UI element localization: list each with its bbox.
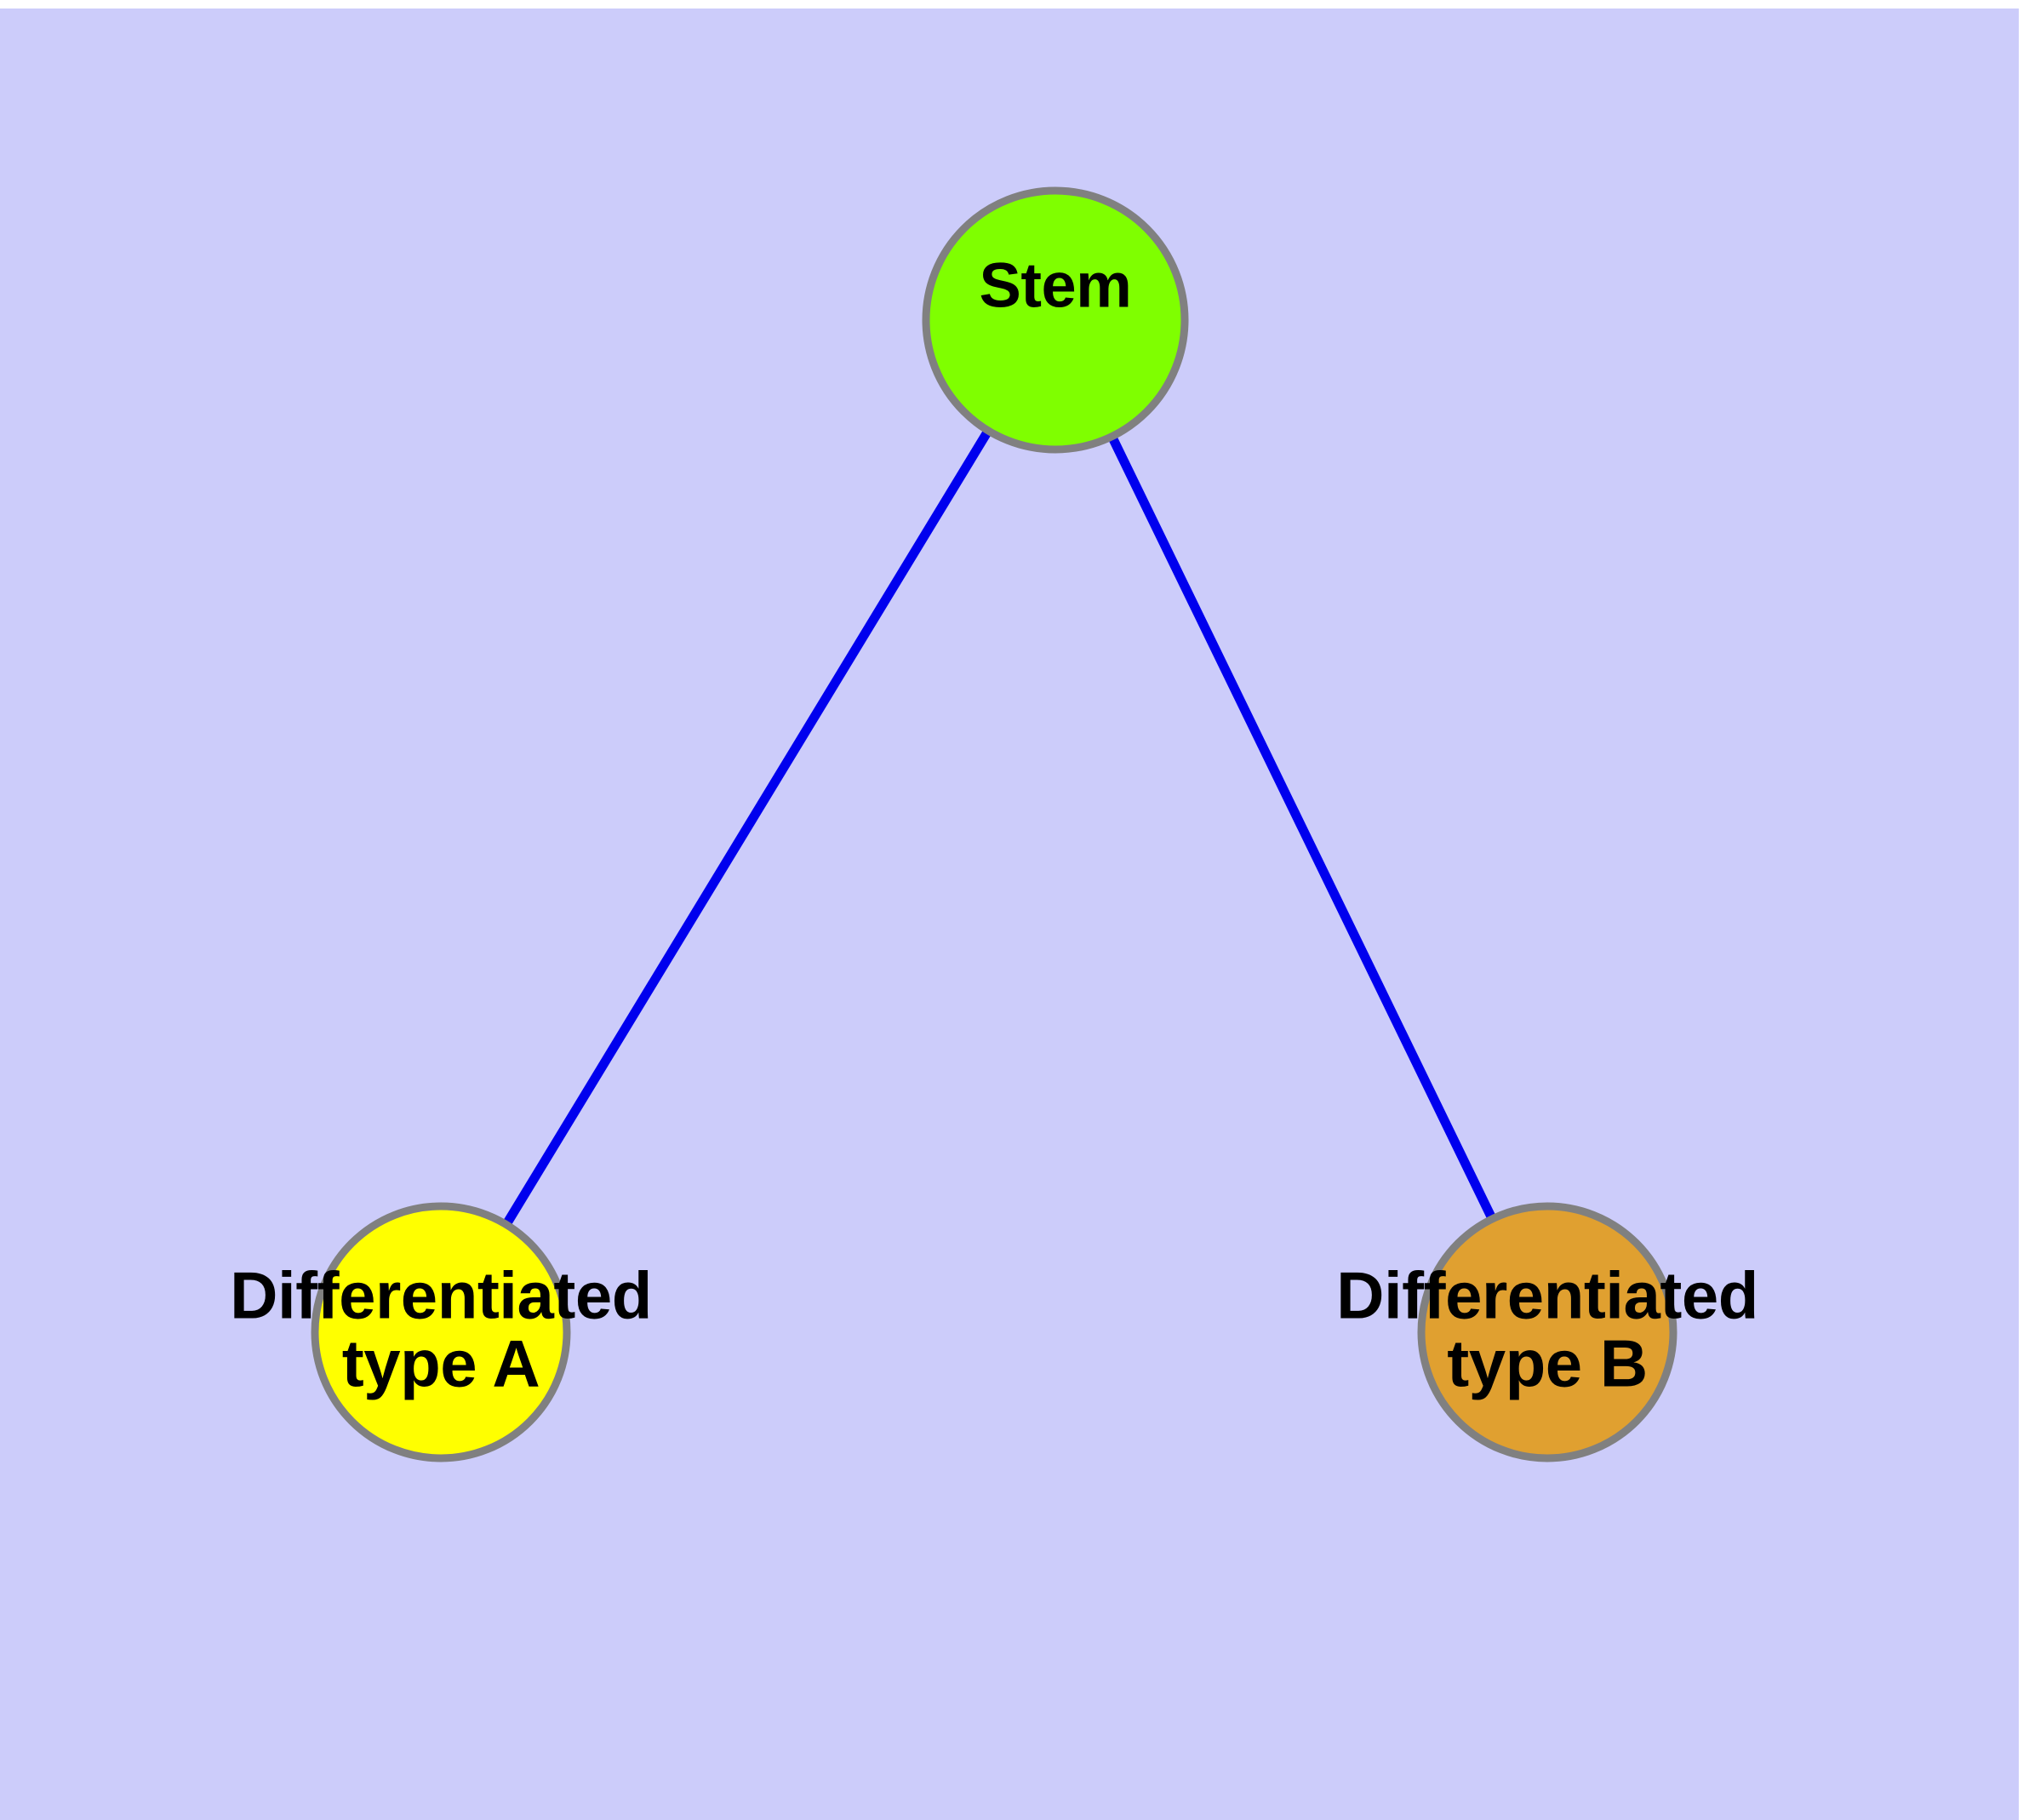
- edge-stem-to-differentiated-type-b[interactable]: [1051, 318, 1552, 1335]
- node-stem[interactable]: [922, 186, 1189, 454]
- edge-stem-to-differentiated-type-a[interactable]: [437, 318, 1060, 1335]
- node-differentiated-type-a[interactable]: [311, 1202, 571, 1462]
- node-differentiated-type-b[interactable]: [1417, 1202, 1677, 1462]
- edge-layer: [437, 318, 1552, 1335]
- node-layer: [311, 186, 1677, 1462]
